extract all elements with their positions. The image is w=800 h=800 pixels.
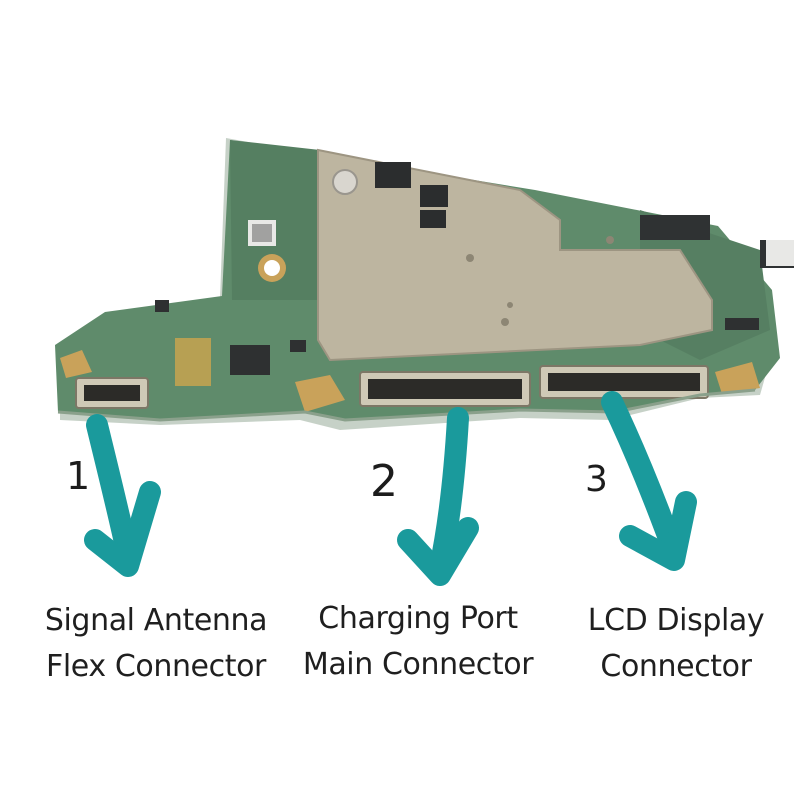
callout-label-2-line2: Main Connector — [302, 647, 534, 682]
callout-number-3: 3 — [585, 459, 608, 500]
callout-number-2: 2 — [370, 456, 398, 507]
callout-label-3: LCD Display Connector — [570, 598, 782, 690]
callout-label-2: Charging Port Main Connector — [290, 596, 546, 688]
callout-label-1: Signal Antenna Flex Connector — [30, 598, 282, 690]
callout-label-1-line1: Signal Antenna — [44, 603, 268, 638]
callout-label-1-line2: Flex Connector — [46, 649, 266, 684]
callout-label-3-line1: LCD Display — [587, 603, 765, 638]
callout-label-2-line1: Charging Port — [318, 601, 518, 636]
callout-label-3-line2: Connector — [600, 649, 752, 684]
callout-number-1: 1 — [66, 454, 91, 498]
